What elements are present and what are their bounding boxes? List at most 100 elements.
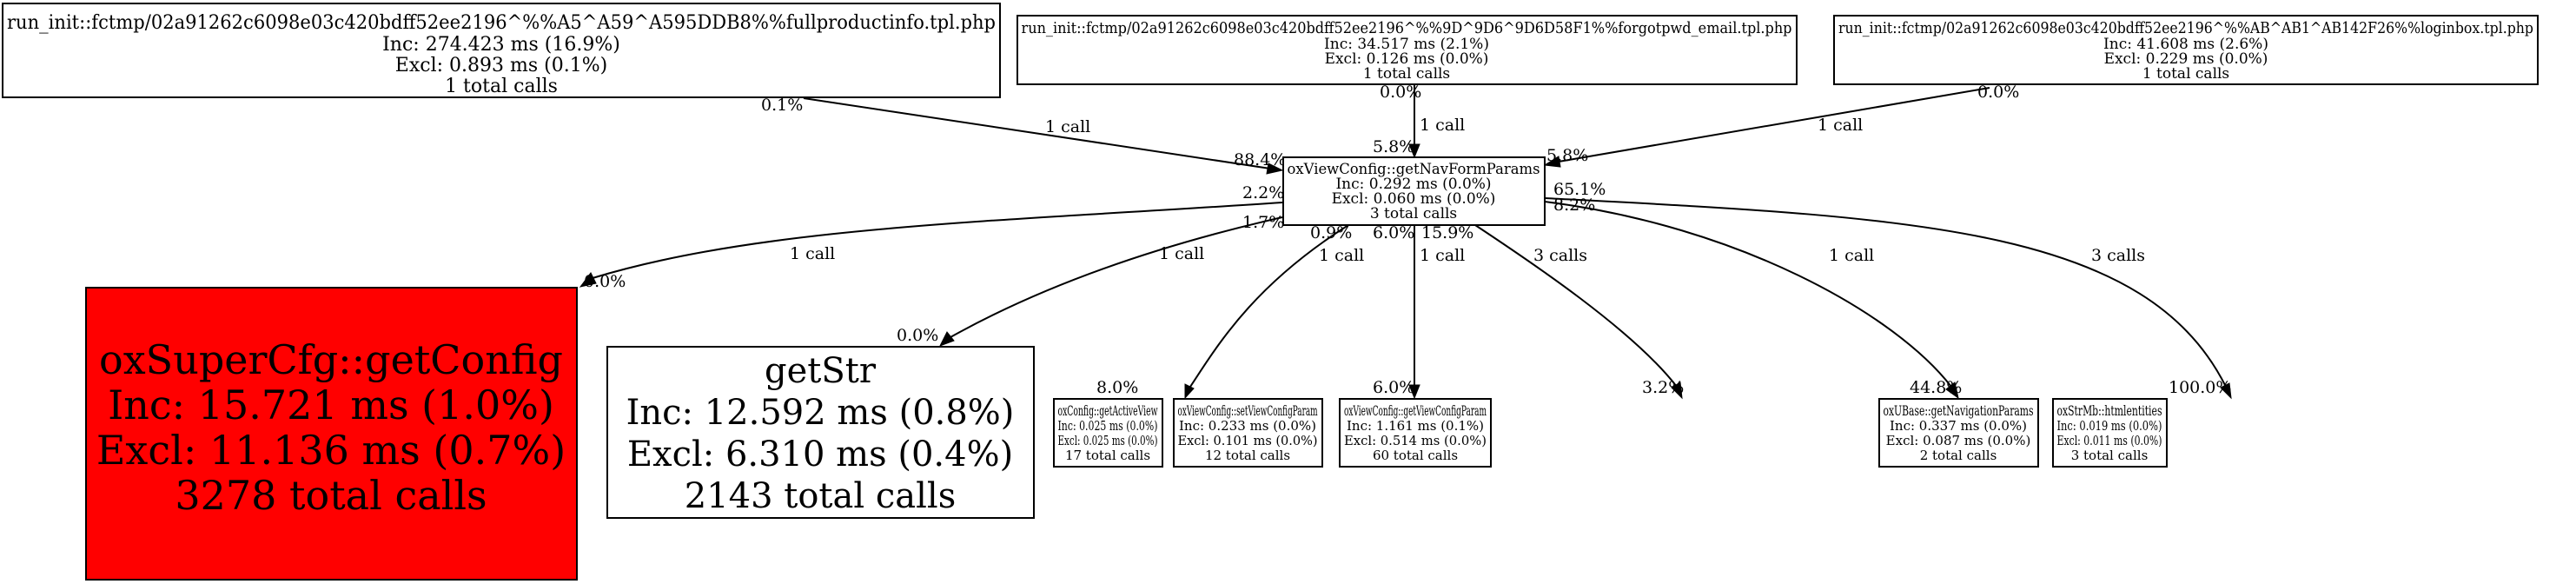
edge-forgotpwd-to-getNavFormParams[interactable]: 1 call 0.0% 5.8% [1373,83,1465,159]
node-title: run_init::fctmp/02a91262c6098e03c420bdff… [1838,19,2533,37]
node-getNavigationParams[interactable]: oxUBase::getNavigationParams Inc: 0.337 … [1878,398,2039,468]
node-calls: 17 total calls [1065,448,1150,463]
arrowhead-icon [1671,382,1683,400]
node-calls: 1 total calls [2142,65,2229,83]
node-calls: 2 total calls [1920,448,1997,463]
node-calls: 12 total calls [1205,448,1290,463]
node-title: oxViewConfig::getNavFormParams [1288,161,1540,178]
node-excl: Excl: 0.126 ms (0.0%) [1325,50,1489,68]
node-forgotpwd[interactable]: run_init::fctmp/02a91262c6098e03c420bdff… [1016,15,1798,85]
edge-tail-pct: 15.9% [1421,223,1473,242]
node-inc: Inc: 0.337 ms (0.0%) [1890,418,2027,434]
node-calls: 1 total calls [445,76,558,97]
node-getActiveView[interactable]: oxConfig::getActiveView Inc: 0.025 ms (0… [1053,398,1163,468]
edge-fullproductinfo-to-getNavFormParams[interactable]: 1 call 0.1% 88.4% [761,96,1286,175]
node-fullproductinfo[interactable]: run_init::fctmp/02a91262c6098e03c420bdff… [2,3,1001,98]
node-calls: 3 total calls [1370,205,1457,222]
edge-getNavFormParams-to-setViewConfigParam[interactable]: 1 call 6.0% 6.0% [1373,223,1465,400]
edge-head-pct: 0.0% [897,326,938,345]
node-getConfig[interactable]: oxSuperCfg::getConfig Inc: 15.721 ms (1.… [85,287,578,581]
node-inc: Inc: 12.592 ms (0.8%) [626,393,1015,433]
edge-label: 1 call [790,244,835,263]
edge-label: 1 call [1319,246,1364,265]
edge-head-pct: 8.0% [1096,378,1138,397]
node-excl: Excl: 0.060 ms (0.0%) [1332,190,1496,208]
edge-getNavFormParams-to-htmlentities[interactable]: 3 calls 65.1% 100.0% [1544,180,2232,400]
arrowhead-icon [938,331,955,347]
edge-head-pct: 44.8% [1910,378,1962,397]
edge-getNavFormParams-to-getViewConfigParam[interactable]: 3 calls 15.9% 3.2% [1421,223,1684,400]
edge-label: 1 call [1420,246,1465,265]
node-title: getStr [765,351,877,391]
arrowhead-icon [1408,143,1420,159]
node-excl: Excl: 6.310 ms (0.4%) [627,435,1013,474]
edge-head-pct: 5.8% [1373,137,1414,156]
arrowhead-icon [1543,156,1561,168]
edge-head-pct: 3.2% [1642,378,1684,397]
edge-label: 1 call [1045,117,1090,136]
node-calls: 60 total calls [1373,448,1458,463]
node-inc: Inc: 1.161 ms (0.1%) [1347,418,1484,434]
edge-label: 1 call [1818,116,1863,135]
edge-getNavFormParams-to-getConfig[interactable]: 1 call 2.2% 0.0% [579,183,1284,291]
node-excl: Excl: 0.893 ms (0.1%) [395,55,607,76]
edge-tail-pct: 0.0% [1977,83,2019,102]
node-excl: Excl: 0.514 ms (0.0%) [1344,433,1487,448]
edges: 1 call 0.1% 88.4% 1 call 0.0% 5.8% 1 cal… [579,83,2232,400]
edge-label: 1 call [1159,244,1204,263]
edge-tail-pct: 0.9% [1310,223,1352,242]
edge-loginbox-to-getNavFormParams[interactable]: 1 call 0.0% 5.8% [1543,83,2019,168]
node-inc: Inc: 0.233 ms (0.0%) [1179,418,1316,434]
node-inc: Inc: 41.608 ms (2.6%) [2103,36,2268,53]
edge-tail-pct: 0.0% [1380,83,1421,102]
arrowhead-icon [2220,382,2232,400]
node-getNavFormParams[interactable]: oxViewConfig::getNavFormParams Inc: 0.29… [1282,156,1546,226]
node-calls: 3278 total calls [175,472,487,519]
node-excl: Excl: 0.101 ms (0.0%) [1178,433,1318,448]
node-getViewConfigParam[interactable]: oxViewConfig::getViewConfigParam Inc: 1.… [1339,398,1492,468]
node-title: oxViewConfig::getViewConfigParam [1344,402,1487,419]
node-title: oxStrMb::htmlentities [2057,402,2162,419]
arrowhead-icon [1184,383,1195,400]
node-calls: 2143 total calls [685,476,956,516]
edge-getNavFormParams-to-getActiveView[interactable]: 1 call 0.9% 8.0% [1096,223,1364,400]
edge-head-pct: 5.8% [1546,146,1588,165]
node-excl: Excl: 0.087 ms (0.0%) [1886,433,2031,448]
node-calls: 1 total calls [1363,65,1450,83]
node-excl: Excl: 0.025 ms (0.0%) [1058,433,1158,448]
arrowhead-icon [1945,382,1959,400]
node-loginbox[interactable]: run_init::fctmp/02a91262c6098e03c420bdff… [1833,15,2539,85]
edge-head-pct: 100.0% [2169,378,2231,397]
node-inc: Inc: 0.025 ms (0.0%) [1058,418,1158,434]
edge-getNavFormParams-to-getNavigationParams[interactable]: 1 call 8.2% 44.8% [1544,196,1962,400]
node-setViewConfigParam[interactable]: oxViewConfig::setViewConfigParam Inc: 0.… [1173,398,1323,468]
edge-tail-pct: 2.2% [1242,183,1284,202]
edge-getNavFormParams-to-getStr[interactable]: 1 call 1.7% 0.0% [897,213,1284,347]
node-getStr[interactable]: getStr Inc: 12.592 ms (0.8%) Excl: 6.310… [606,346,1035,519]
node-inc: Inc: 274.423 ms (16.9%) [382,34,620,56]
node-title: oxViewConfig::setViewConfigParam [1178,402,1318,419]
arrowhead-icon [1266,163,1284,175]
node-excl: Excl: 0.011 ms (0.0%) [2057,433,2162,448]
edge-head-pct: 0.0% [584,272,626,291]
arrowhead-icon [579,272,597,288]
edge-head-pct: 88.4% [1234,150,1286,169]
arrowhead-icon [1408,384,1420,400]
node-inc: Inc: 15.721 ms (1.0%) [108,382,554,428]
node-htmlentities[interactable]: oxStrMb::htmlentities Inc: 0.019 ms (0.0… [2052,398,2168,468]
node-calls: 3 total calls [2071,448,2149,463]
edge-label: 3 calls [1533,246,1587,265]
node-excl: Excl: 11.136 ms (0.7%) [96,427,566,474]
edge-tail-pct: 1.7% [1242,213,1284,232]
edge-head-pct: 6.0% [1373,378,1414,397]
edge-tail-pct: 6.0% [1373,223,1414,242]
edge-label: 1 call [1829,246,1874,265]
edge-label: 1 call [1420,116,1465,135]
nodes: run_init::fctmp/02a91262c6098e03c420bdff… [2,3,2539,581]
node-title: run_init::fctmp/02a91262c6098e03c420bdff… [7,12,996,34]
node-inc: Inc: 0.019 ms (0.0%) [2057,418,2162,434]
edge-tail-pct: 65.1% [1553,180,1606,199]
node-excl: Excl: 0.229 ms (0.0%) [2104,50,2268,68]
node-title: run_init::fctmp/02a91262c6098e03c420bdff… [1022,19,1792,37]
